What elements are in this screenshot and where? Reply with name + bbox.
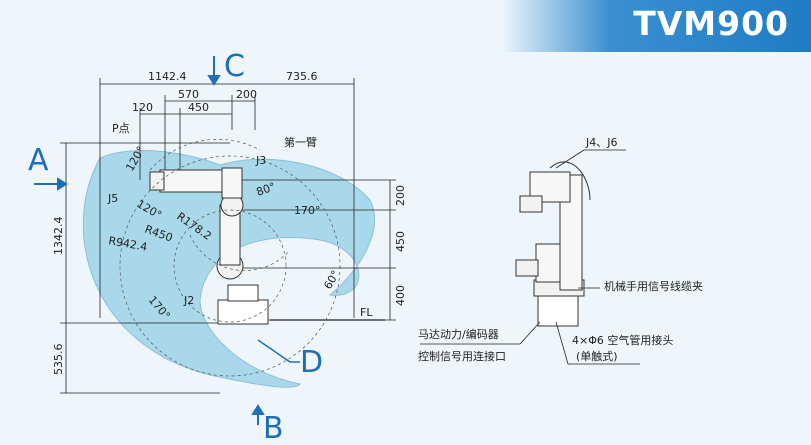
callout-air-joint-line2: (单触式) (576, 349, 618, 363)
dim-535: 535.6 (52, 344, 65, 376)
marker-d: D (300, 345, 323, 380)
dim-570: 570 (178, 88, 199, 101)
model-banner (501, 0, 811, 52)
marker-b: B (263, 411, 284, 445)
label-fl: FL (360, 306, 373, 319)
callout-air-joint-line1: 4×Φ6 空气管用接头 (572, 333, 673, 347)
dim-right-400: 400 (394, 285, 407, 306)
dim-200: 200 (236, 88, 257, 101)
dim-120: 120 (132, 101, 153, 114)
marker-c: C (224, 49, 245, 84)
label-angle-170a: 170° (294, 204, 321, 217)
dim-right-200: 200 (394, 185, 407, 206)
callout-signal-clamp: 机械手用信号线缆夹 (604, 279, 703, 293)
label-j4-j6: J4、J6 (585, 136, 618, 149)
model-title: TVM900 (633, 4, 789, 43)
arrow-c-icon (207, 75, 221, 86)
callout-motor-port-line1: 马达动力/编码器 (418, 327, 499, 341)
label-j2: J2 (183, 294, 194, 307)
dim-1342: 1342.4 (52, 217, 65, 256)
dim-1142: 1142.4 (148, 70, 187, 83)
robot-side-left (149, 167, 269, 325)
dim-735: 735.6 (286, 70, 318, 83)
robot-side-right (515, 161, 591, 327)
callout-motor-port-line2: 控制信号用连接口 (418, 349, 506, 363)
label-angle-80: 80° (255, 180, 278, 199)
work-envelope-inner (240, 243, 340, 290)
label-j3: J3 (255, 154, 266, 167)
dim-right-450: 450 (394, 231, 407, 252)
label-j5: J5 (107, 192, 118, 205)
arrow-b-icon (251, 404, 265, 415)
arrow-a-icon (57, 177, 68, 191)
label-first-arm: 第一臂 (284, 135, 317, 149)
dim-450: 450 (188, 101, 209, 114)
marker-a: A (28, 143, 49, 178)
label-p-point: P点 (112, 122, 130, 135)
